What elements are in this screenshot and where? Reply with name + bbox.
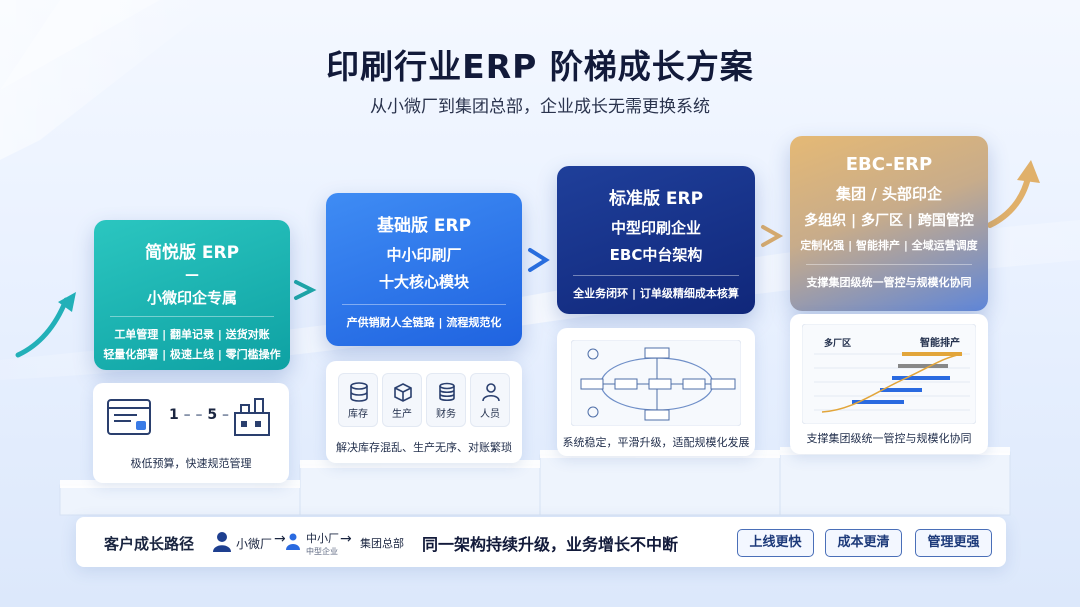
module-personnel: 人员 [470, 373, 510, 427]
tier-feature: 产供销财人全链路 | 流程规范化 [346, 316, 502, 329]
module-finance: 财务 [426, 373, 466, 427]
tier-name: 简悦版 ERP [144, 243, 240, 263]
module-label: 人员 [480, 409, 500, 420]
benefit-button-cost[interactable]: 成本更清 [825, 529, 902, 557]
page-title: 印刷行业ERP 阶梯成长方案 [326, 47, 754, 86]
tier-card-standard[interactable]: 标准版 ERP 中型印刷企业 EBC中台架构 全业务闭环 | 订单级精细成本核算 [557, 166, 755, 314]
tier-panel-basic: 库存 生产 财务 人员 解决库存混乱、生产无序、对账繁琐 [326, 361, 522, 463]
tier-feature: 工单管理 | 翻单记录 | 送货对账 [114, 328, 270, 341]
arrow-right-icon [761, 225, 784, 247]
tier-card-ebc[interactable]: EBC-ERP 集团 / 头部印企 多组织 | 多厂区 | 跨国管控 定制化强 … [790, 136, 988, 311]
count-max: 5 [207, 407, 218, 423]
tier-scope: 多组织 | 多厂区 | 跨国管控 [804, 213, 974, 229]
tier-card-jianyue[interactable]: 简悦版 ERP — 小微印企专属 工单管理 | 翻单记录 | 送货对账 轻量化部… [94, 220, 290, 370]
tier-name: 标准版 ERP [608, 189, 704, 209]
tier-feature: 定制化强 | 智能排产 | 全域运营调度 [800, 239, 978, 252]
factory-icon [234, 398, 270, 436]
tier-target: 集团 / 头部印企 [836, 185, 942, 203]
tier-modules: 十大核心模块 [378, 273, 469, 291]
module-label: 生产 [392, 409, 412, 420]
tier-panel-jianyue: 1 – – 5 – 极低预算，快速规范管理 [93, 383, 289, 483]
arrow-up-right-icon [987, 160, 1040, 228]
benefit-button-fast[interactable]: 上线更快 [737, 529, 814, 557]
module-label: 库存 [348, 409, 368, 420]
module-inventory: 库存 [338, 373, 378, 427]
coins-icon [439, 382, 455, 402]
divider [110, 316, 274, 317]
panel-caption: 支撑集团级统一管控与规模化协同 [806, 432, 972, 445]
tier-target: 中小印刷厂 [386, 246, 462, 264]
divider [806, 264, 972, 265]
path-stage: 集团总部 [360, 537, 404, 550]
benefit-button-manage[interactable]: 管理更强 [915, 529, 992, 557]
panel-caption: 解决库存混乱、生产无序、对账繁琐 [336, 441, 512, 454]
count-min: 1 [169, 407, 179, 423]
arrow-right-icon [528, 248, 550, 272]
slogan: 同一架构持续升级，业务增长不中断 [422, 535, 679, 554]
tier-divider: — [185, 267, 199, 283]
tier-name: 基础版 ERP [376, 216, 472, 236]
tier-card-basic[interactable]: 基础版 ERP 中小印刷厂 十大核心模块 产供销财人全链路 | 流程规范化 [326, 193, 522, 346]
tier-feature: 支撑集团级统一管控与规模化协同 [806, 276, 972, 289]
browser-icon [107, 399, 151, 435]
path-label: 客户成长路径 [104, 535, 195, 553]
architecture-diagram [571, 340, 741, 426]
panel-caption: 系统稳定，平滑升级，适配规模化发展 [562, 436, 750, 449]
module-production: 生产 [382, 373, 422, 427]
arrow-right-icon: → [340, 531, 352, 547]
box-icon [394, 383, 412, 402]
arrow-up-left-icon [15, 292, 76, 358]
panel-caption: 极低预算，快速规范管理 [130, 457, 252, 470]
divider [573, 275, 739, 276]
chart-label: 多厂区 [824, 339, 852, 349]
tier-architecture: EBC中台架构 [609, 246, 703, 264]
page-subtitle: 从小微厂到集团总部，企业成长无需更换系统 [370, 97, 710, 117]
person-icon [286, 533, 300, 550]
path-stage-sub: 中型企业 [306, 547, 338, 556]
person-icon [213, 532, 231, 552]
module-label: 财务 [436, 409, 456, 420]
user-icon [482, 383, 500, 402]
path-stage: 小微厂 [236, 537, 273, 551]
tier-feature: 轻量化部署 | 极速上线 | 零门槛操作 [103, 348, 281, 361]
tier-panel-ebc: 多厂区 智能排产 支撑集团级统一管控与规模化协同 [790, 314, 988, 454]
divider [342, 304, 506, 305]
tier-target: 中型印刷企业 [610, 219, 701, 237]
tier-panel-standard: 系统稳定，平滑升级，适配规模化发展 [557, 328, 755, 456]
chart-label: 智能排产 [920, 338, 960, 349]
growth-path-bar: 客户成长路径 小微厂 → 中小厂 中型企业 → 集团总部 同一架构持续升级，业务… [76, 517, 1006, 567]
path-stage: 中小厂 [306, 532, 339, 545]
tier-target: 小微印企专属 [146, 289, 237, 307]
tier-name: EBC-ERP [845, 154, 933, 175]
arrow-right-icon [294, 280, 317, 300]
arrow-right-icon: → [274, 531, 286, 547]
database-icon [350, 382, 368, 402]
tier-feature: 全业务闭环 | 订单级精细成本核算 [573, 287, 739, 300]
scheduling-chart [802, 324, 976, 424]
